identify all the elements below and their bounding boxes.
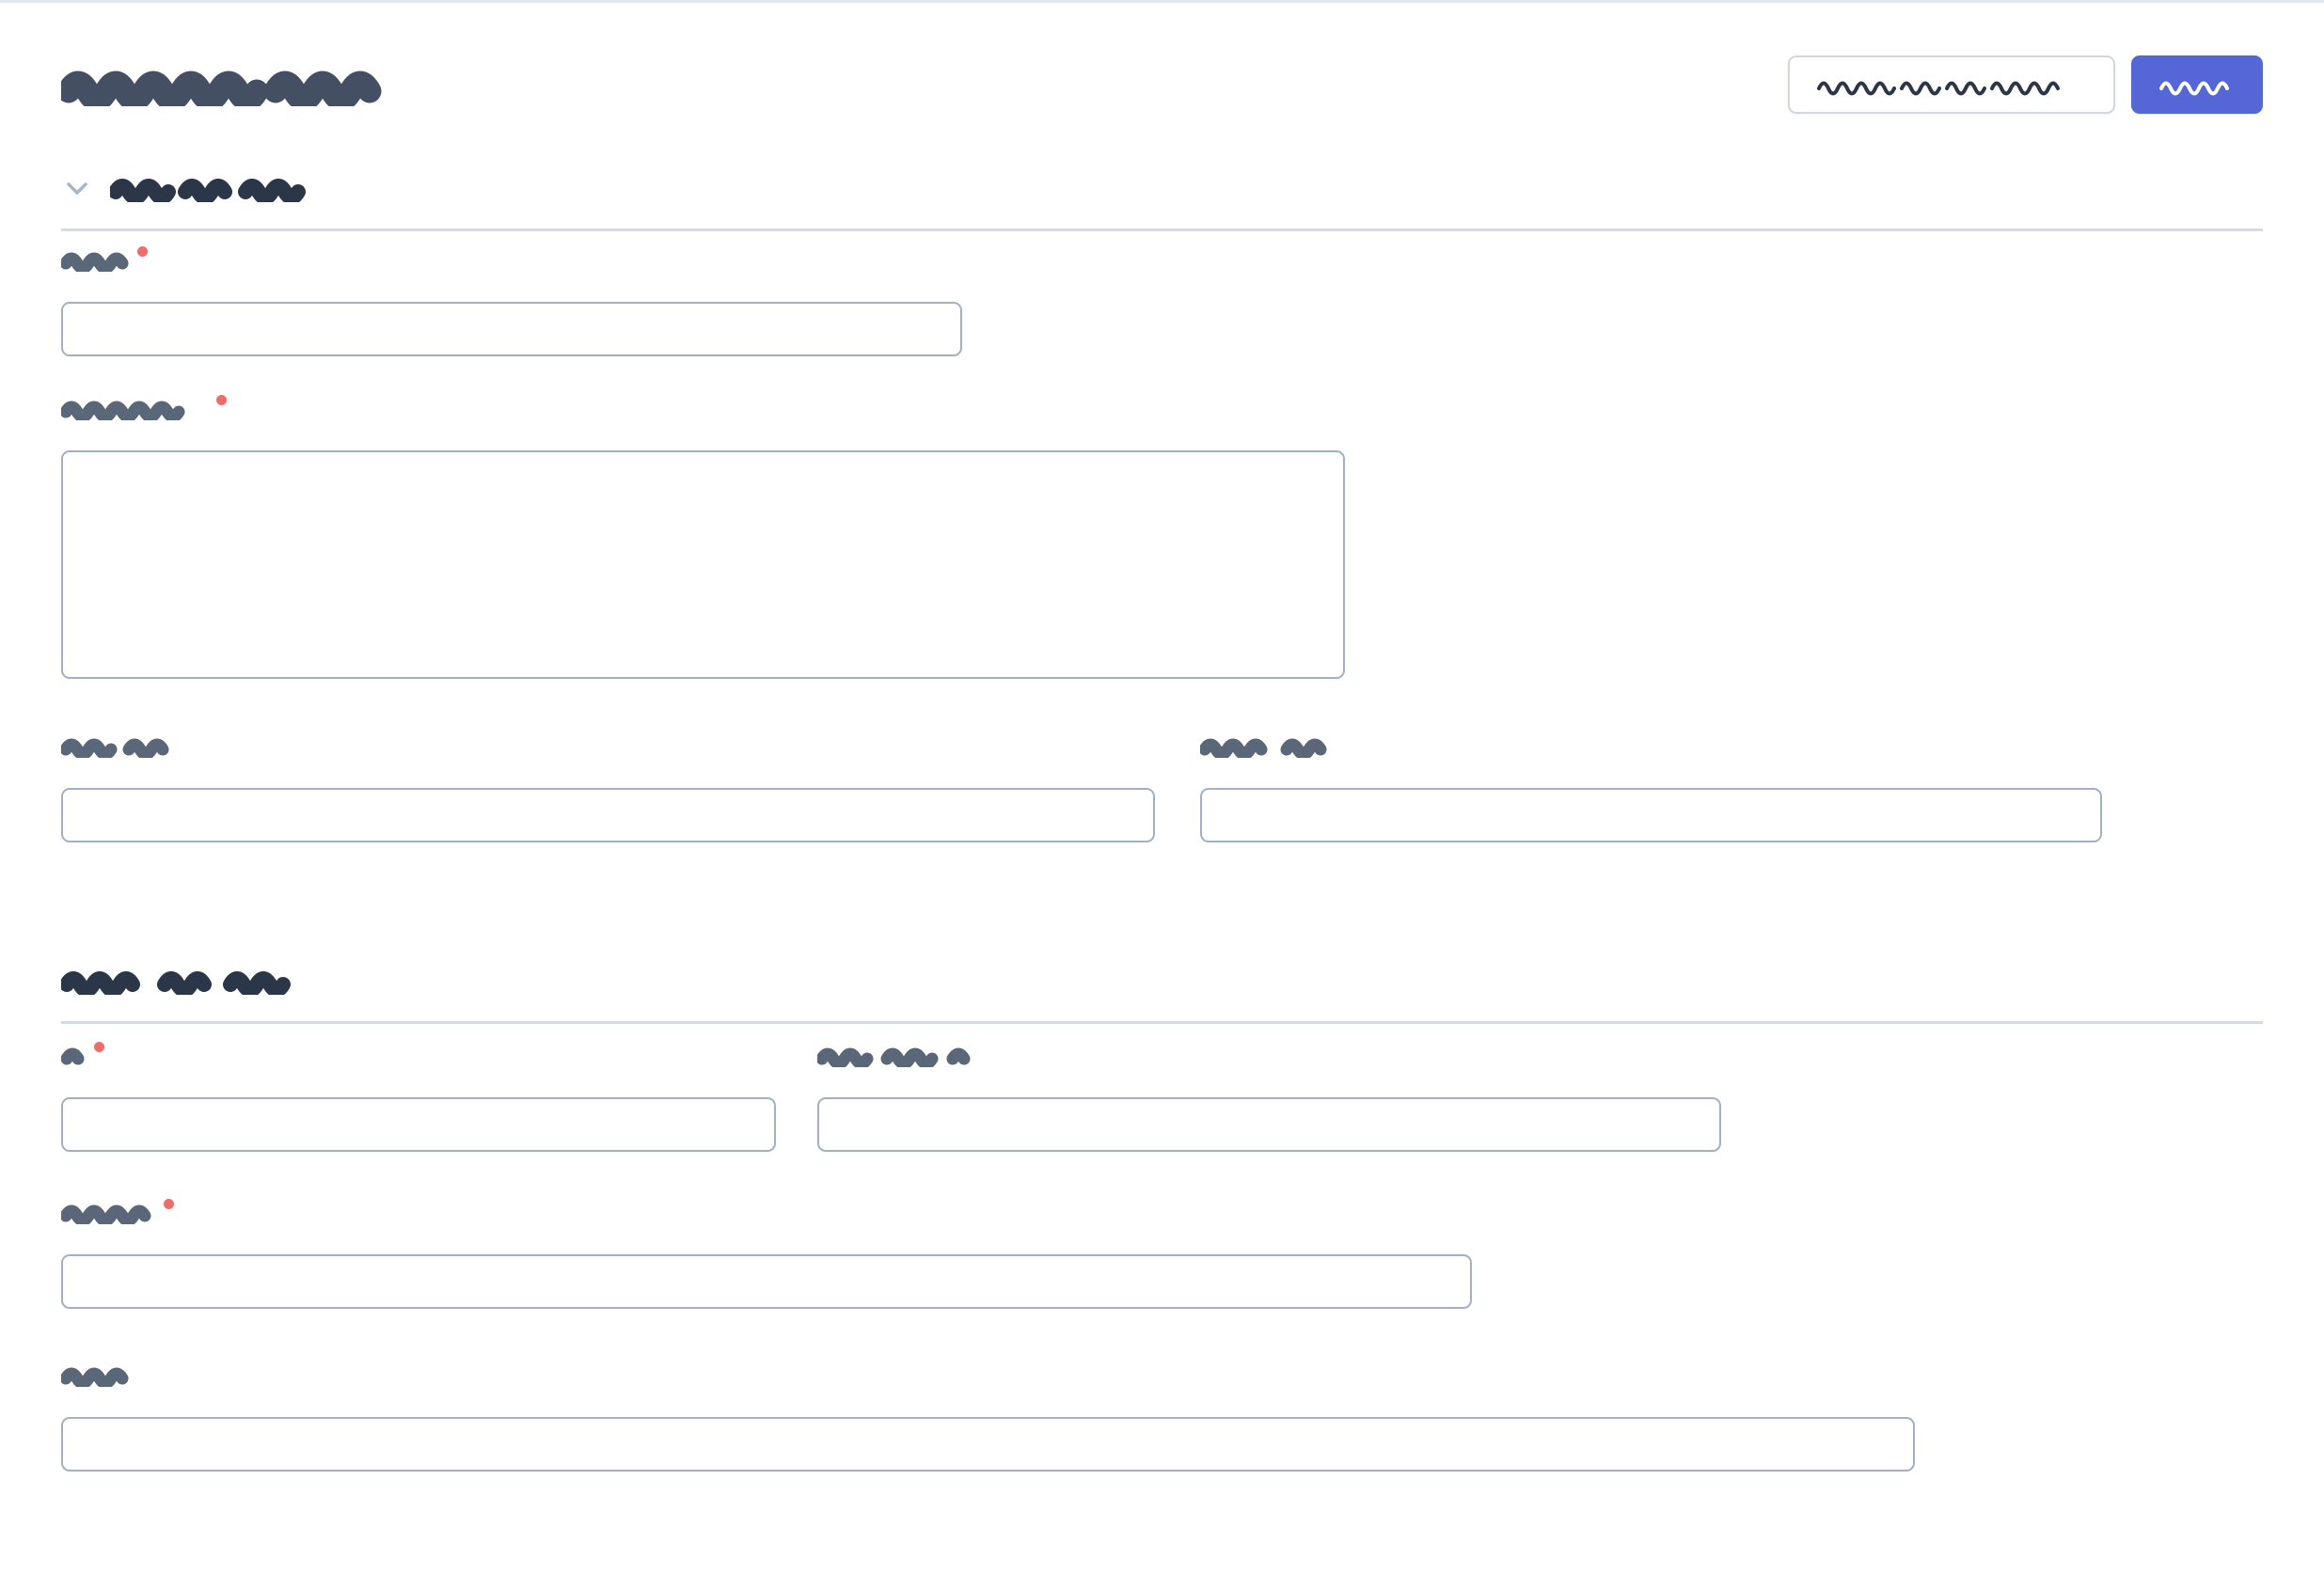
field-6-label bbox=[817, 1045, 1721, 1077]
field-3-label-redaction bbox=[61, 735, 172, 758]
field-1 bbox=[61, 246, 962, 356]
section-two-divider bbox=[61, 1021, 2263, 1024]
field-3 bbox=[61, 735, 1155, 842]
primary-action-button-label-redaction bbox=[2158, 72, 2237, 97]
field-6-input[interactable] bbox=[817, 1097, 1721, 1152]
field-1-label bbox=[61, 246, 962, 281]
section-one-divider bbox=[61, 228, 2263, 231]
header-actions bbox=[1788, 55, 2263, 114]
field-2-label bbox=[61, 395, 1345, 430]
field-1-input[interactable] bbox=[61, 302, 962, 356]
field-8-input[interactable] bbox=[61, 1417, 1915, 1472]
field-8-label bbox=[61, 1364, 1915, 1396]
page-title bbox=[61, 58, 386, 111]
field-5-label bbox=[61, 1042, 776, 1077]
field-8 bbox=[61, 1364, 1915, 1472]
field-5-required-marker bbox=[94, 1042, 104, 1052]
field-7-label bbox=[61, 1199, 1472, 1234]
primary-action-button[interactable] bbox=[2131, 55, 2263, 114]
page-title-redaction bbox=[61, 63, 386, 106]
field-7-required-marker bbox=[164, 1199, 174, 1209]
field-7-label-redaction bbox=[61, 1202, 159, 1224]
section-two bbox=[0, 960, 2324, 1024]
field-3-input[interactable] bbox=[61, 788, 1155, 842]
secondary-action-button-label-redaction bbox=[1815, 72, 2088, 97]
field-7 bbox=[61, 1199, 1472, 1309]
field-6-label-redaction bbox=[817, 1045, 987, 1067]
field-5-label-redaction bbox=[61, 1045, 89, 1067]
field-2-required-marker bbox=[216, 395, 227, 405]
field-2 bbox=[61, 395, 1345, 679]
section-one bbox=[0, 167, 2324, 231]
field-4 bbox=[1200, 735, 2102, 842]
section-one-header[interactable] bbox=[61, 167, 2263, 209]
secondary-action-button[interactable] bbox=[1788, 55, 2115, 114]
chevron-down-icon[interactable] bbox=[61, 172, 93, 204]
field-1-required-marker bbox=[137, 246, 148, 257]
field-7-input[interactable] bbox=[61, 1254, 1472, 1309]
page-header bbox=[0, 48, 2324, 121]
field-3-label bbox=[61, 735, 1155, 767]
field-2-textarea[interactable] bbox=[61, 450, 1345, 679]
section-two-title-redaction bbox=[61, 967, 324, 995]
section-two-header bbox=[61, 960, 2263, 1001]
field-8-label-redaction bbox=[61, 1364, 129, 1387]
field-2-label-redaction bbox=[61, 398, 212, 420]
field-4-label bbox=[1200, 735, 2102, 767]
field-1-label-redaction bbox=[61, 249, 133, 272]
field-4-input[interactable] bbox=[1200, 788, 2102, 842]
field-6 bbox=[817, 1045, 1721, 1152]
field-4-label-redaction bbox=[1200, 735, 1332, 758]
section-one-title-redaction bbox=[110, 174, 326, 202]
field-5 bbox=[61, 1042, 776, 1152]
field-5-input[interactable] bbox=[61, 1097, 776, 1152]
